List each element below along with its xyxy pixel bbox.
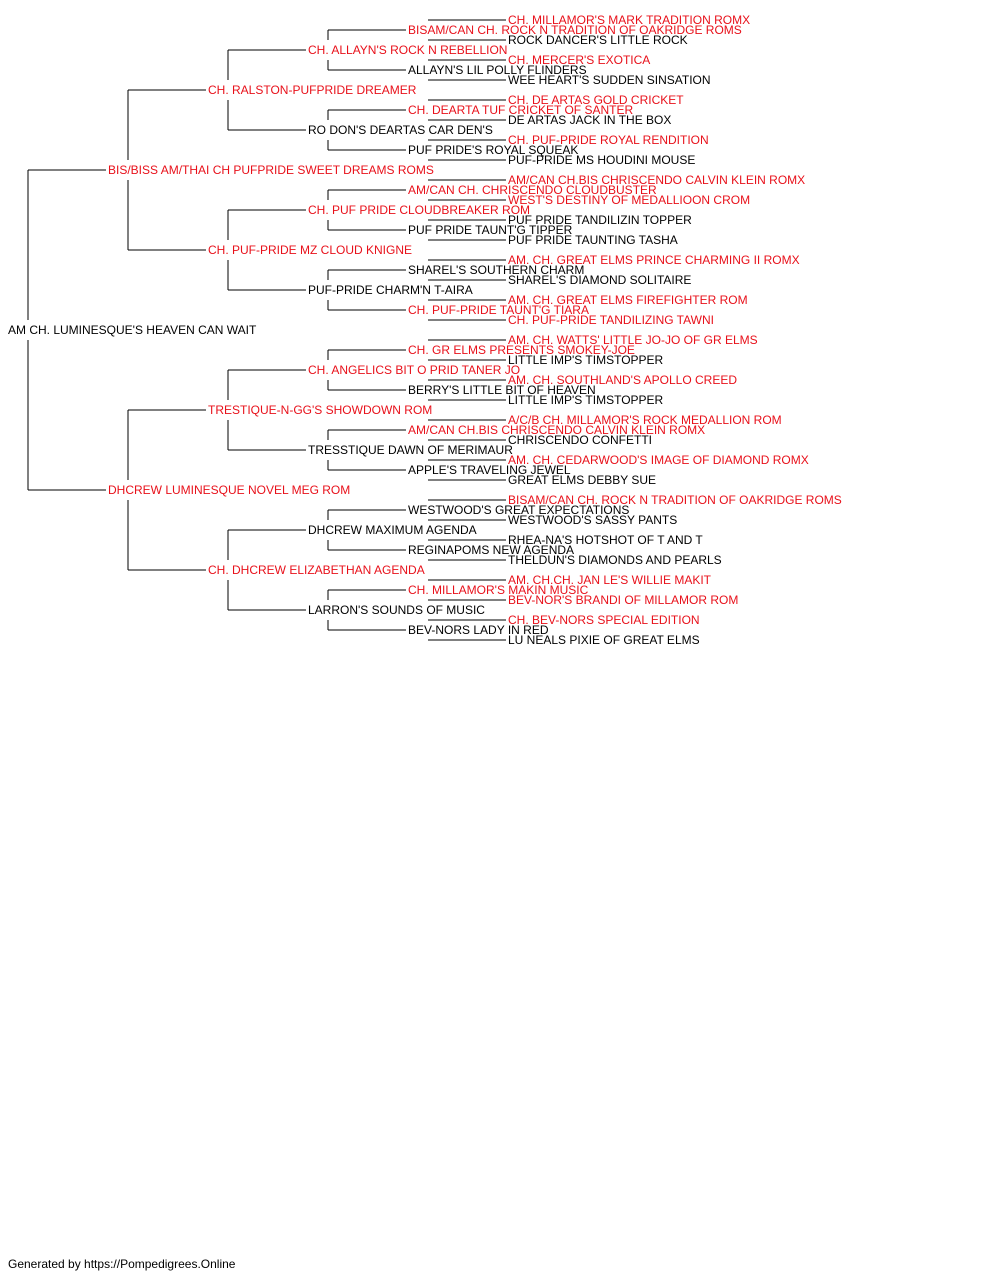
pedigree-dog-name[interactable]: CH. BEV-NORS SPECIAL EDITION (508, 613, 700, 627)
pedigree-labels: CH. MILLAMOR'S MARK TRADITION ROMX ROCK D… (8, 13, 842, 647)
pedigree-dog-name[interactable]: CH. PUF-PRIDE TAUNT'G TIARA (408, 303, 589, 317)
pedigree-dog-name[interactable]: PUF-PRIDE CHARM'N T-AIRA (308, 283, 473, 297)
pedigree-dog-name[interactable]: RO DON'S DEARTAS CAR DEN'S (308, 123, 493, 137)
pedigree-dog-name[interactable]: LU NEALS PIXIE OF GREAT ELMS (508, 633, 700, 647)
pedigree-dog-name[interactable]: A/C/B CH. MILLAMOR'S ROCK MEDALLION ROM (508, 413, 782, 427)
pedigree-dog-name[interactable]: THELDUN'S DIAMONDS AND PEARLS (508, 553, 722, 567)
pedigree-dog-name[interactable]: CH. PUF PRIDE CLOUDBREAKER ROM (308, 203, 530, 217)
pedigree-dog-name[interactable]: CH. DE ARTAS GOLD CRICKET (508, 93, 684, 107)
pedigree-dog-name[interactable]: AM/CAN CH. CHRISCENDO CLOUDBUSTER (408, 183, 657, 197)
footer-credit: Generated by https://Pompedigrees.Online (8, 1257, 236, 1271)
pedigree-dog-name[interactable]: ROCK DANCER'S LITTLE ROCK (508, 33, 688, 47)
pedigree-connector-lines (27, 19, 506, 641)
pedigree-dog-name[interactable]: AM/CAN CH.BIS CHRISCENDO CALVIN KLEIN RO… (408, 423, 705, 437)
pedigree-dog-name[interactable]: DHCREW MAXIMUM AGENDA (308, 523, 477, 537)
pedigree-dog-name[interactable]: BERRY'S LITTLE BIT OF HEAVEN (408, 383, 596, 397)
pedigree-dog-name[interactable]: DHCREW LUMINESQUE NOVEL MEG ROM (108, 483, 350, 497)
pedigree-dog-name[interactable]: PUF PRIDE TANDILIZIN TOPPER (508, 213, 692, 227)
pedigree-dog-name[interactable]: ALLAYN'S LIL POLLY FLINDERS (408, 63, 587, 77)
pedigree-dog-name[interactable]: CH. RALSTON-PUFPRIDE DREAMER (208, 83, 417, 97)
pedigree-dog-name[interactable]: REGINAPOMS NEW AGENDA (408, 543, 574, 557)
pedigree-dog-name[interactable]: SHAREL'S DIAMOND SOLITAIRE (508, 273, 691, 287)
pedigree-dog-name[interactable]: TRESSTIQUE DAWN OF MERIMAUR (308, 443, 513, 457)
pedigree-dog-name[interactable]: CH. MILLAMOR'S MARK TRADITION ROMX (508, 13, 750, 27)
pedigree-dog-name[interactable]: BEV-NORS LADY IN RED (408, 623, 549, 637)
pedigree-dog-name[interactable]: AM. CH.CH. JAN LE'S WILLIE MAKIT (508, 573, 712, 587)
pedigree-dog-name[interactable]: BISAM/CAN CH. ROCK N TRADITION OF OAKRID… (508, 493, 842, 507)
pedigree-dog-name[interactable]: CH. DHCREW ELIZABETHAN AGENDA (208, 563, 425, 577)
pedigree-dog-name[interactable]: APPLE'S TRAVELING JEWEL (408, 463, 571, 477)
pedigree-dog-name[interactable]: PUF PRIDE'S ROYAL SQUEAK (408, 143, 578, 157)
pedigree-dog-name[interactable]: WEE HEART'S SUDDEN SINSATION (508, 73, 711, 87)
pedigree-dog-name[interactable]: AM. CH. GREAT ELMS PRINCE CHARMING II RO… (508, 253, 800, 267)
pedigree-dog-name[interactable]: CH. DEARTA TUF CRICKET OF SANTER (408, 103, 633, 117)
pedigree-dog-name[interactable]: WESTWOOD'S GREAT EXPECTATIONS (408, 503, 629, 517)
pedigree-dog-name[interactable]: AM CH. LUMINESQUE'S HEAVEN CAN WAIT (8, 323, 257, 337)
pedigree-dog-name[interactable]: DE ARTAS JACK IN THE BOX (508, 113, 671, 127)
pedigree-dog-name[interactable]: GREAT ELMS DEBBY SUE (508, 473, 656, 487)
pedigree-dog-name[interactable]: WESTWOOD'S SASSY PANTS (508, 513, 677, 527)
pedigree-dog-name[interactable]: RHEA-NA'S HOTSHOT OF T AND T (508, 533, 703, 547)
pedigree-dog-name[interactable]: CH. MERCER'S EXOTICA (508, 53, 650, 67)
pedigree-dog-name[interactable]: BIS/BISS AM/THAI CH PUFPRIDE SWEET DREAM… (108, 163, 434, 177)
pedigree-dog-name[interactable]: CH. PUF-PRIDE MZ CLOUD KNIGNE (208, 243, 412, 257)
pedigree-dog-name[interactable]: CH. PUF-PRIDE TANDILIZING TAWNI (508, 313, 714, 327)
pedigree-dog-name[interactable]: CH. GR ELMS PRESENTS SMOKEY-JOE (408, 343, 635, 357)
pedigree-dog-name[interactable]: AM. CH. SOUTHLAND'S APOLLO CREED (508, 373, 737, 387)
pedigree-dog-name[interactable]: CH. ANGELICS BIT O PRID TANER JO (308, 363, 520, 377)
pedigree-dog-name[interactable]: LITTLE IMP'S TIMSTOPPER (508, 393, 664, 407)
pedigree-dog-name[interactable]: SHAREL'S SOUTHERN CHARM (408, 263, 584, 277)
pedigree-dog-name[interactable]: PUF PRIDE TAUNT'G TIPPER (408, 223, 573, 237)
pedigree-dog-name[interactable]: BISAM/CAN CH. ROCK N TRADITION OF OAKRID… (408, 23, 742, 37)
pedigree-dog-name[interactable]: AM/CAN CH.BIS CHRISCENDO CALVIN KLEIN RO… (508, 173, 805, 187)
pedigree-dog-name[interactable]: AM. CH. GREAT ELMS FIREFIGHTER ROM (508, 293, 748, 307)
pedigree-dog-name[interactable]: PUF-PRIDE MS HOUDINI MOUSE (508, 153, 695, 167)
pedigree-dog-name[interactable]: WEST'S DESTINY OF MEDALLIOON CROM (508, 193, 750, 207)
pedigree-dog-name[interactable]: TRESTIQUE-N-GG'S SHOWDOWN ROM (208, 403, 432, 417)
pedigree-dog-name[interactable]: CH. ALLAYN'S ROCK N REBELLION (308, 43, 507, 57)
pedigree-dog-name[interactable]: CHRISCENDO CONFETTI (508, 433, 652, 447)
pedigree-dog-name[interactable]: AM. CH. WATTS' LITTLE JO-JO OF GR ELMS (508, 333, 758, 347)
pedigree-dog-name[interactable]: LARRON'S SOUNDS OF MUSIC (308, 603, 485, 617)
pedigree-dog-name[interactable]: LITTLE IMP'S TIMSTOPPER (508, 353, 664, 367)
pedigree-dog-name[interactable]: BEV-NOR'S BRANDI OF MILLAMOR ROM (508, 593, 738, 607)
pedigree-dog-name[interactable]: CH. MILLAMOR'S MAKIN MUSIC (408, 583, 589, 597)
pedigree-dog-name[interactable]: PUF PRIDE TAUNTING TASHA (508, 233, 678, 247)
pedigree-dog-name[interactable]: CH. PUF-PRIDE ROYAL RENDITION (508, 133, 709, 147)
pedigree-dog-name[interactable]: AM. CH. CEDARWOOD'S IMAGE OF DIAMOND ROM… (508, 453, 809, 467)
